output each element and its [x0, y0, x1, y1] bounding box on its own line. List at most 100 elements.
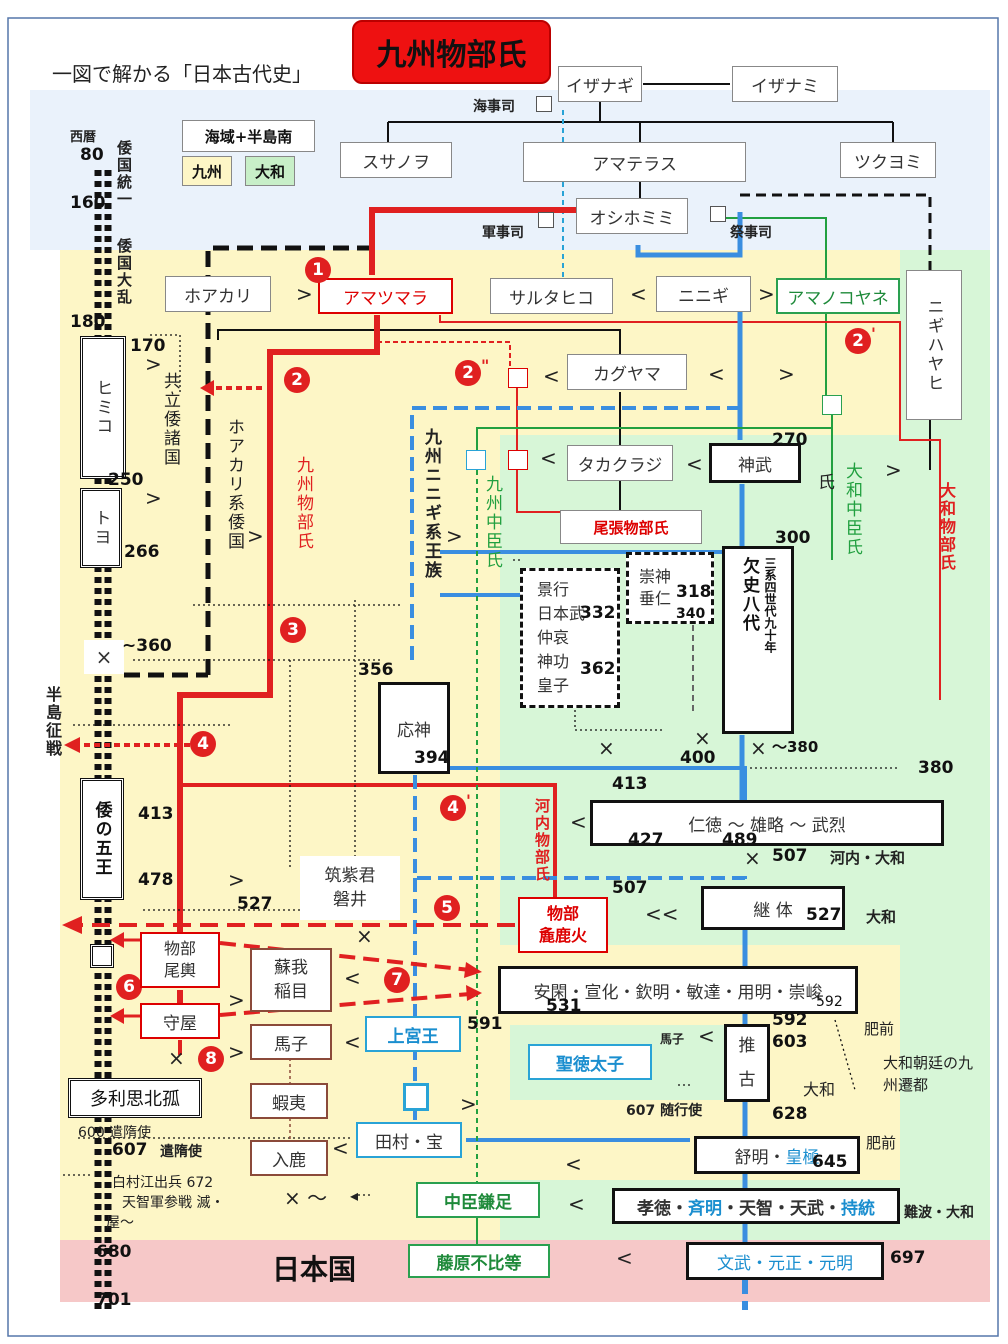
lt-naniwa-dots: ◂	[350, 1186, 359, 1205]
year-180: 180	[70, 312, 106, 332]
num-603: 603	[772, 1032, 808, 1052]
gunjishi-square	[538, 212, 554, 228]
gt-blue-square: >	[460, 1092, 477, 1116]
gt-umako: >	[228, 1040, 245, 1064]
num-380a: 〜380	[772, 738, 819, 756]
num-340: 340	[676, 606, 706, 622]
legend-kyushu: 九州	[182, 156, 232, 186]
hakusonko: 白村江出兵 672	[112, 1175, 214, 1191]
oshihomimi-box: オシホミミ	[576, 198, 688, 234]
kaijishi-label: 海事司	[473, 99, 515, 115]
lt-ninigi: <	[630, 282, 647, 306]
kawachi-yamato: 河内・大和	[830, 849, 906, 867]
num-362: 362	[580, 659, 616, 679]
gunjishi-label: 軍事司	[482, 225, 524, 241]
okoshi-label2: 尾輿	[163, 961, 196, 980]
x-507: ×	[744, 846, 761, 870]
num-318: 318	[676, 582, 712, 602]
year-160: 160	[70, 193, 106, 213]
kotoku-label-a: 孝徳・	[637, 1198, 688, 1219]
uji-kanji: 氏	[818, 473, 835, 493]
year-527: 527	[237, 894, 273, 914]
num-400: 400	[680, 748, 716, 768]
year-607: 607	[112, 1140, 148, 1160]
title-badge: 九州物部氏	[352, 20, 551, 84]
year-170: 170	[130, 336, 166, 356]
x-iwai: ×	[356, 924, 373, 948]
kotoku-label-b: 斉明	[688, 1198, 722, 1219]
amaterasu-box: アマテラス	[523, 142, 746, 182]
lt-kotoku: <	[568, 1192, 585, 1216]
yamatotakeru-label: 日本武	[537, 604, 586, 623]
gt-soga: >	[228, 988, 245, 1012]
tsukuyomi-box: ツクヨミ	[840, 142, 936, 178]
soga-label2: 稲目	[274, 982, 308, 1002]
lt-kaguyama: <	[543, 364, 560, 388]
marker-2pp: 2"	[455, 356, 489, 386]
gt-amatsumara: >	[296, 282, 313, 306]
mommu-box: 文武・元正・元明	[686, 1242, 884, 1280]
wa5-label: 倭の五王	[91, 801, 112, 877]
iruka-box: 入鹿	[250, 1140, 328, 1176]
emishi-box: 蝦夷	[250, 1083, 328, 1119]
soga-label1: 蘇我	[274, 958, 308, 978]
owari-box: 尾張物部氏	[560, 510, 702, 544]
x-iruka: × 〜	[284, 1186, 328, 1210]
yamato-nakatomi-label: 大和中臣氏	[842, 462, 862, 557]
lt-jimmu: <	[686, 452, 703, 476]
square-icon	[90, 944, 114, 968]
lt-umako: <	[344, 1030, 361, 1054]
kentaishi-600: 600 遣隋使	[78, 1125, 152, 1141]
shotoku-box: 聖徳太子	[528, 1044, 652, 1080]
blue-square	[403, 1083, 429, 1111]
fuhito-box: 藤原不比等	[408, 1244, 550, 1278]
num-394: 394	[414, 748, 450, 768]
lt-mommu: <	[616, 1246, 633, 1270]
year-680: 680	[96, 1242, 132, 1262]
tamura-box: 田村・宝	[356, 1122, 462, 1158]
lt-tamura: <	[332, 1136, 349, 1160]
marker-2: 2	[284, 367, 310, 393]
num-507a: 507	[772, 846, 808, 866]
kawachi-mononobe-label: 河内物部氏	[533, 798, 551, 883]
kotoku-box: 孝徳・斉明・天智・天武・持統	[612, 1188, 900, 1224]
lt-suiko: <	[698, 1024, 715, 1048]
num-591: 591	[467, 1014, 503, 1034]
moriya-box: 守屋	[140, 1003, 220, 1039]
num-527: 527	[806, 905, 842, 925]
suiko-label2: 古	[738, 1070, 756, 1090]
x-400-b: ×	[694, 726, 711, 750]
arakabi-label1: 物部	[546, 904, 579, 923]
num-270: 270	[772, 430, 808, 450]
chuai-label: 仲哀	[537, 628, 570, 647]
tenchi-sansen: 天智軍参戦 滅・	[122, 1195, 225, 1211]
marker-2p-mark: '	[871, 324, 876, 343]
kamatari-box: 中臣鎌足	[416, 1182, 540, 1218]
keiko-box: 景行 日本武 仲哀 神功 皇子	[520, 568, 620, 708]
nigihayahi-box: ニギハヤヒ	[906, 270, 962, 420]
wa5-box: 倭の五王	[80, 778, 124, 900]
num-300: 300	[775, 528, 811, 548]
ankan-box: 安閑・宣化・欽明・敏達・用明・崇峻	[498, 966, 858, 1014]
yamato-label-1: 大和	[866, 908, 897, 926]
sento-label: 大和朝廷の九州遷都	[883, 1054, 974, 1094]
ninigi-box: ニニギ	[656, 276, 751, 312]
kyouritsu-label: 共立倭諸国	[160, 372, 180, 467]
hoakari-box: ホアカリ	[165, 276, 271, 312]
kesshi-sub: 三系四世代九十年	[763, 557, 777, 653]
kotoku-label-d: 持統	[841, 1198, 875, 1219]
year-250: 250	[108, 470, 144, 490]
sarutahiko-box: サルタヒコ	[490, 278, 613, 314]
hizen-label-1: 肥前	[864, 1020, 895, 1038]
jimmu-box: 神武	[709, 443, 801, 483]
num-507b: 507	[612, 878, 648, 898]
okoshi-label1: 物部	[163, 939, 196, 958]
num-592a: 592	[816, 994, 843, 1010]
kesshi-box: 欠史八代 三系四世代九十年	[722, 546, 794, 734]
suiko-box: 推 古	[724, 1024, 770, 1102]
num-607-zuikoshi: 607 随行使	[626, 1103, 703, 1119]
keiko-label: 景行	[537, 580, 570, 599]
nihonkoku-label: 日本国	[272, 1253, 357, 1286]
marker-1: 1	[305, 257, 331, 283]
page-title: 一図で解かる「日本古代史」	[52, 62, 312, 86]
